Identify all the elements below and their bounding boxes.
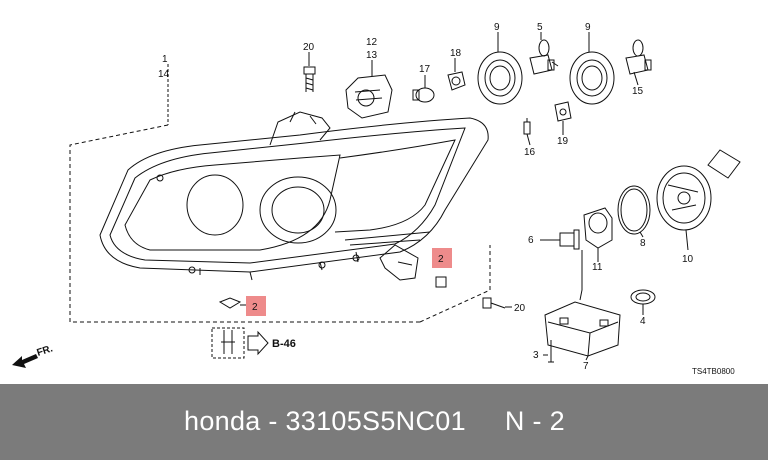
caution-label [707,149,741,179]
part-11-igniter [583,207,613,258]
callout-20-lower: 20 [514,303,526,314]
highlight-box-2a [246,296,266,316]
highlight-box-2b [432,248,452,268]
callout-19: 19 [557,136,569,147]
fr-label: FR. [36,343,55,359]
ref-label-b46: B-46 [272,338,296,350]
callout-4: 4 [640,316,646,327]
bulb-frame [419,245,491,323]
parts-diagram: 1 14 20 12 13 18 17 9 5 9 15 16 19 6 11 … [12,22,741,376]
callout-18: 18 [450,48,462,59]
part-15-bulb [625,39,652,75]
part-4-washer [630,289,656,305]
part-number-caption: honda - 33105S5NC01 N - 2 [184,406,565,436]
callout-8: 8 [640,238,646,249]
callout-9-right: 9 [585,22,591,33]
part-20-bolt [303,66,316,92]
part-9-dust-cover-right [569,51,615,105]
part-6-hid-bulb [550,229,580,250]
part-12-13-socket [345,60,393,119]
callout-5: 5 [537,22,543,33]
footer-bar: honda - 33105S5NC01 N - 2 [0,384,768,460]
part-18-socket [447,71,466,91]
leader-lines [240,32,689,361]
callout-13: 13 [366,50,378,61]
part-10-cap [656,165,712,231]
callout-15: 15 [632,86,644,97]
callout-2-a: 2 [252,302,258,313]
callout-9-left: 9 [494,22,500,33]
part-5-bulb [529,39,559,75]
callout-14: 14 [158,69,170,80]
callout-2-b: 2 [438,254,444,265]
part-8-o-ring [617,185,651,235]
part-3-screw [548,340,554,363]
callout-10: 10 [682,254,694,265]
front-direction-arrow: FR. [12,343,54,368]
assembly-frame [69,124,420,323]
part-9-dust-cover-left [477,51,523,105]
callout-20-top: 20 [303,42,315,53]
part-2-clip-a [218,297,242,309]
part-17-bulb [412,87,435,103]
part-7-ballast [544,301,621,357]
callout-1: 1 [162,54,168,65]
clip-reference-box [211,327,269,359]
callout-17: 17 [419,64,431,75]
callout-6: 6 [528,235,534,246]
part-20-bolt-lower [482,297,506,309]
headlight-housing [99,111,489,281]
callout-12: 12 [366,37,378,48]
part-19-socket [554,101,572,122]
part-2-clip-b [435,276,447,288]
callout-16: 16 [524,147,536,158]
part-16-bulb [523,118,531,135]
callout-7: 7 [583,361,589,372]
callout-3: 3 [533,350,539,361]
callout-11: 11 [592,262,603,273]
drawing-code: TS4TB0800 [692,367,735,376]
